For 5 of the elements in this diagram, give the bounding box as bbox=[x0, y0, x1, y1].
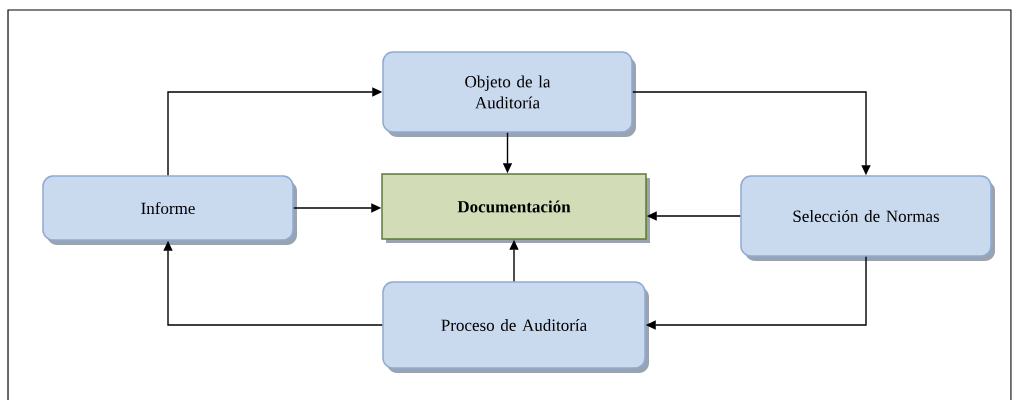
process-box: Informe bbox=[42, 175, 297, 245]
process-box: Objeto de la Auditoría bbox=[382, 51, 636, 137]
process-box: Proceso de Auditoría bbox=[382, 281, 649, 373]
process-box: Selección de Normas bbox=[740, 175, 995, 261]
title-box: Documentación bbox=[381, 173, 650, 243]
